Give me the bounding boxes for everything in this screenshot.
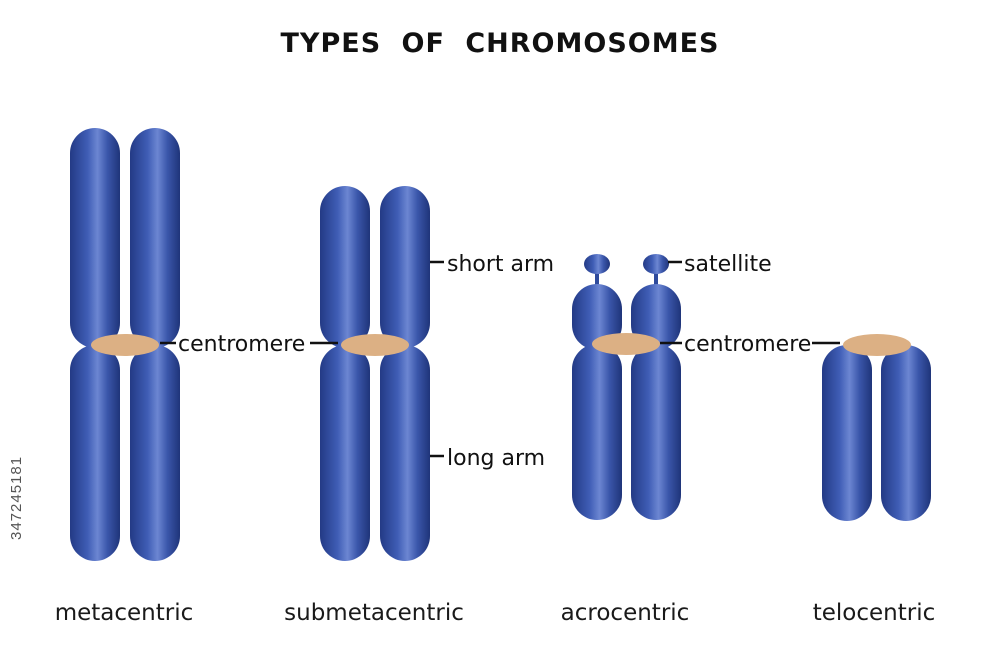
satellite — [584, 254, 610, 274]
submetacentric-chromosome — [320, 186, 430, 561]
chromatid — [572, 284, 622, 350]
chromatid — [380, 345, 430, 561]
type-caption-metacentric: metacentric — [54, 600, 194, 626]
satellite — [643, 254, 669, 274]
chromatid — [380, 186, 430, 348]
centromere — [843, 334, 911, 356]
centromere-label-left: centromere — [178, 332, 305, 357]
centromere-label-right: centromere — [684, 332, 811, 357]
chromatid — [631, 344, 681, 520]
stock-image-id: 347245181 — [8, 455, 25, 540]
chromatid — [822, 345, 872, 521]
page-title: TYPES OF CHROMOSOMES — [280, 28, 720, 59]
chromatid — [130, 345, 180, 561]
metacentric-chromosome — [70, 128, 180, 561]
chromatid — [70, 128, 120, 348]
chromatid — [70, 345, 120, 561]
centromere — [91, 334, 159, 356]
short-arm-label: short arm — [447, 252, 554, 277]
chromatid — [881, 345, 931, 521]
satellite-label: satellite — [684, 252, 772, 277]
label-leader-lines — [160, 260, 840, 458]
type-caption-telocentric: telocentric — [812, 600, 936, 626]
chromatid — [320, 345, 370, 561]
type-caption-acrocentric: acrocentric — [560, 600, 690, 626]
chromatid — [130, 128, 180, 348]
chromatid — [631, 284, 681, 350]
centromere — [592, 333, 660, 355]
long-arm-label: long arm — [447, 446, 545, 471]
type-caption-submetacentric: submetacentric — [284, 600, 464, 626]
satellite-stalk — [654, 268, 658, 288]
satellite-stalk — [595, 268, 599, 288]
acrocentric-chromosome — [572, 254, 681, 520]
telocentric-chromosome — [822, 334, 931, 521]
chromatid — [320, 186, 370, 348]
centromere — [341, 334, 409, 356]
chromatid — [572, 344, 622, 520]
